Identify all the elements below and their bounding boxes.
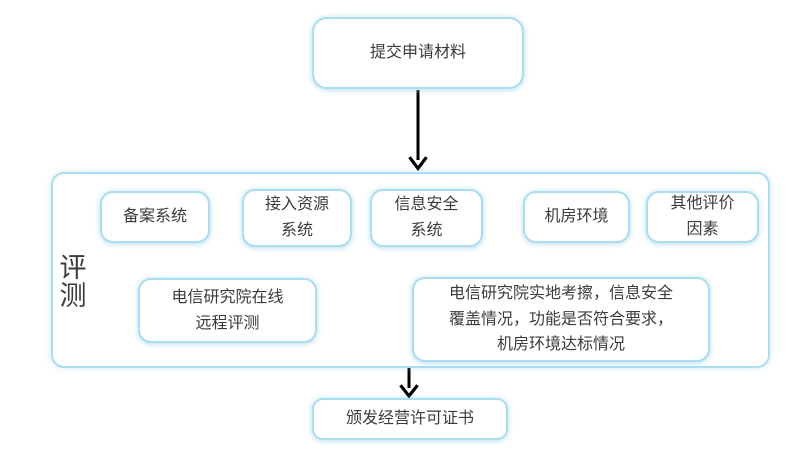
- node-start: 提交申请材料: [312, 17, 524, 89]
- node-other-evaluation-factors-label: 其他评价 因素: [670, 195, 735, 238]
- node-online-remote-evaluation: 电信研究院在线 远程评测: [138, 278, 317, 343]
- node-server-room-environment-label: 机房环境: [544, 208, 609, 226]
- node-end: 颁发经营许可证书: [312, 398, 508, 440]
- node-access-resource-system-label: 接入资源 系统: [264, 196, 329, 239]
- node-onsite-inspection-label: 电信研究院实地考擦，信息安全 覆盖情况，功能是否符合要求， 机房环境达标情况: [448, 284, 673, 354]
- node-onsite-inspection: 电信研究院实地考擦，信息安全 覆盖情况，功能是否符合要求， 机房环境达标情况: [412, 277, 710, 362]
- node-access-resource-system: 接入资源 系统: [242, 189, 352, 247]
- node-online-remote-evaluation-label: 电信研究院在线 远程评测: [171, 288, 284, 332]
- arrow-start-to-group: [408, 90, 428, 172]
- node-server-room-environment: 机房环境: [523, 191, 630, 243]
- evaluation-stage-label: 评测: [59, 253, 87, 311]
- node-info-security-system-label: 信息安全 系统: [394, 196, 459, 239]
- node-start-label: 提交申请材料: [369, 44, 466, 62]
- node-info-security-system: 信息安全 系统: [370, 189, 483, 247]
- node-filing-system: 备案系统: [100, 191, 210, 243]
- node-other-evaluation-factors: 其他评价 因素: [646, 191, 759, 243]
- node-filing-system-label: 备案系统: [122, 208, 187, 226]
- arrow-group-to-end: [399, 368, 419, 399]
- node-end-label: 颁发经营许可证书: [345, 410, 474, 428]
